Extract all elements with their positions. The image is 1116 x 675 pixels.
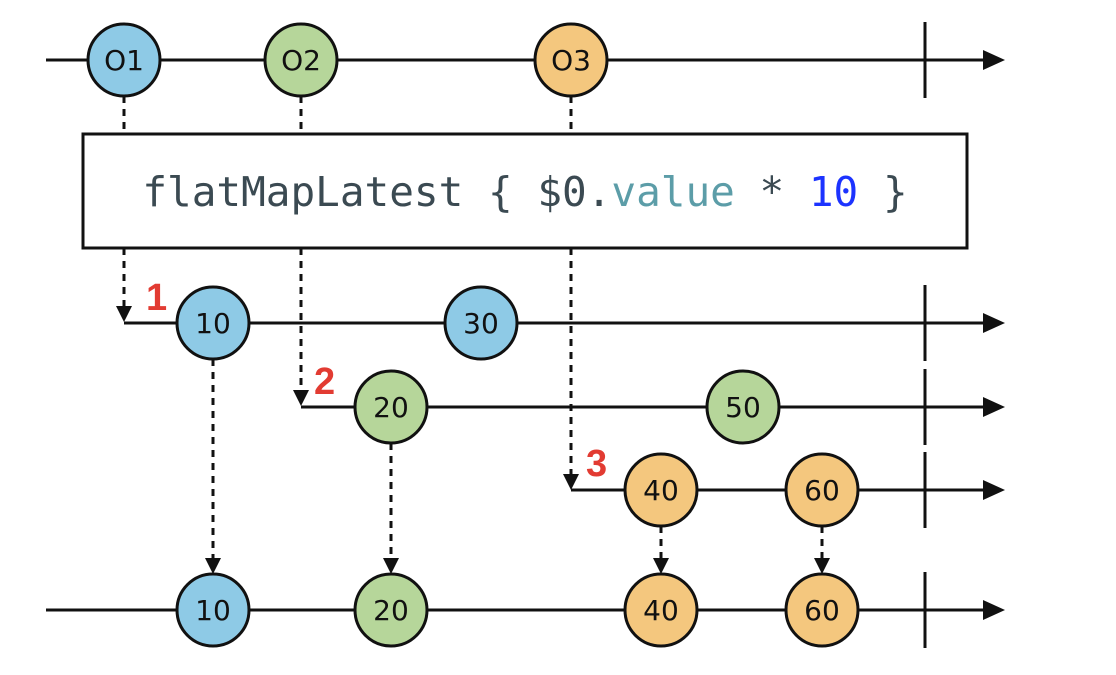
source-timeline xyxy=(46,22,1005,98)
result-marble-20-label: 20 xyxy=(373,594,409,627)
marble-o1-circle xyxy=(86,22,162,98)
inner-marble-30-label: 30 xyxy=(463,307,499,340)
inner-marble-50: 50 xyxy=(705,369,781,445)
marble-o2-circle xyxy=(263,22,339,98)
inner-marble-30: 30 xyxy=(443,285,519,361)
result-marble-60-circle xyxy=(784,572,860,648)
result-marble-20: 20 xyxy=(353,572,429,648)
inner-marble-10-label: 10 xyxy=(195,307,231,340)
inner-badge-1: 1 xyxy=(146,277,167,319)
inner-marble-10: 10 xyxy=(175,285,251,361)
operator-box: flatMapLatest { $0.value * 10 } xyxy=(81,132,969,250)
inner-marble-20-circle xyxy=(353,369,429,445)
inner-marble-40-label: 40 xyxy=(643,474,679,507)
result-marble-60: 60 xyxy=(784,572,860,648)
marble-o3-circle xyxy=(533,22,609,98)
inner-marble-20-label: 20 xyxy=(373,391,409,424)
result-marble-40-label: 40 xyxy=(643,594,679,627)
operator-close-brace: } xyxy=(883,168,908,216)
result-marble-40-circle xyxy=(623,572,699,648)
inner-badge-3: 3 xyxy=(586,443,607,485)
result-marble-10-label: 10 xyxy=(195,594,231,627)
operator-open-brace: { xyxy=(488,168,513,216)
inner-marble-50-label: 50 xyxy=(725,391,761,424)
operator-number: 10 xyxy=(809,168,858,216)
source-marble-o2: O2 xyxy=(263,22,339,98)
marble-o2-label: O2 xyxy=(281,44,321,77)
inner-timeline-3: 3 40 60 xyxy=(563,248,1005,574)
inner-marble-60-circle xyxy=(784,452,860,528)
inner-marble-60: 60 xyxy=(784,452,860,528)
marble-o3-label: O3 xyxy=(551,44,591,77)
inner-marble-50-circle xyxy=(705,369,781,445)
operator-arg: $0. xyxy=(537,168,611,216)
result-marble-40: 40 xyxy=(623,572,699,648)
result-marble-60-label: 60 xyxy=(804,594,840,627)
result-marble-10: 10 xyxy=(175,572,251,648)
result-marble-20-circle xyxy=(353,572,429,648)
source-marble-o1: O1 xyxy=(86,22,162,98)
inner-marble-40-circle xyxy=(623,452,699,528)
inner-marble-20: 20 xyxy=(353,369,429,445)
operator-multiply: * xyxy=(760,168,785,216)
operator-property: value xyxy=(611,168,734,216)
source-marble-o3: O3 xyxy=(533,22,609,98)
operator-name: flatMapLatest xyxy=(142,168,463,216)
source-connectors xyxy=(122,96,573,134)
marble-o1-label: O1 xyxy=(104,44,144,77)
inner-marble-30-circle xyxy=(443,285,519,361)
inner-marble-40: 40 xyxy=(623,452,699,528)
inner-marble-60-label: 60 xyxy=(804,474,840,507)
inner-badge-2: 2 xyxy=(314,361,335,403)
inner-timeline-2: 2 20 50 xyxy=(293,248,1005,574)
operator-code: flatMapLatest { $0.value * 10 } xyxy=(142,168,907,216)
inner-marble-10-circle xyxy=(175,285,251,361)
result-marble-10-circle xyxy=(175,572,251,648)
result-timeline: 10 20 40 60 xyxy=(46,572,1005,648)
inner-timeline-1: 1 10 30 xyxy=(116,248,1005,574)
